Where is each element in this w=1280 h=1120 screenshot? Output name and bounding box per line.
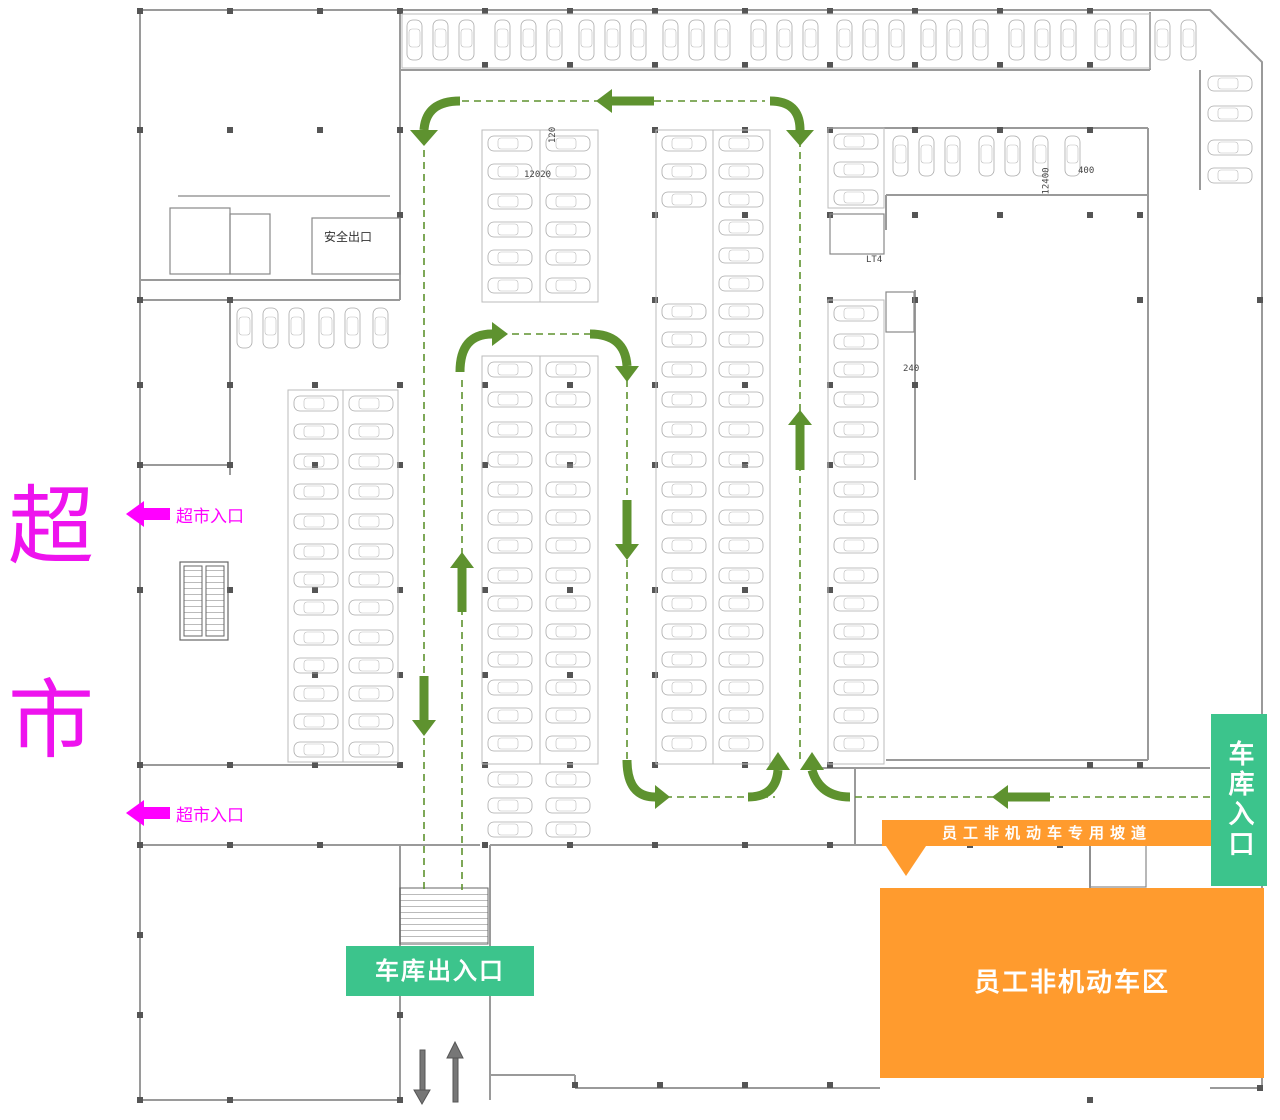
magenta-arrow-shaft: [144, 508, 170, 520]
staff-ramp-label: 员工非机动车专用坡道: [941, 824, 1152, 842]
garage-entrance-label[interactable]: 车库入口: [1211, 714, 1267, 886]
supermarket-entrance-label: 超市入口: [176, 506, 244, 527]
dimension-note: 12400: [1041, 167, 1052, 195]
magenta-left-arrow: [126, 501, 144, 527]
structural-columns: [137, 8, 1263, 1103]
staff-bike-area: 员工非机动车区: [880, 888, 1264, 1078]
supermarket-label-1: 超: [8, 477, 94, 577]
parking-bays-blocks: [287, 127, 885, 765]
magenta-left-arrow: [126, 800, 144, 826]
escalator: [179, 561, 229, 641]
supermarket-entrance-lower[interactable]: 超市入口: [126, 798, 244, 828]
staff-ramp-band: [882, 820, 1212, 876]
parking-cars: [293, 133, 879, 838]
dimension-note: 400: [1078, 166, 1095, 176]
lift-label: LT4: [866, 255, 883, 265]
dimension-note: 120: [548, 126, 559, 144]
supermarket-entrance-upper[interactable]: 超市入口: [126, 499, 244, 529]
supermarket-entrance-label: 超市入口: [176, 805, 244, 826]
dimension-note: 240: [903, 364, 920, 374]
garage-main-gate-label[interactable]: 车库出入口: [346, 946, 534, 996]
service-rooms: [169, 195, 1147, 888]
gate-stairs: [399, 887, 489, 945]
grey-up-down-arrows: [413, 1040, 464, 1106]
safety-exit-label: 安全出口: [324, 230, 373, 244]
magenta-arrow-shaft: [144, 807, 170, 819]
dimension-note: 12020: [524, 170, 552, 180]
parking-bays-top: [236, 13, 1253, 349]
route-arrows: [419, 96, 1050, 802]
green-direction-arrow: [410, 89, 1008, 809]
supermarket-label-2: 市: [8, 671, 94, 771]
